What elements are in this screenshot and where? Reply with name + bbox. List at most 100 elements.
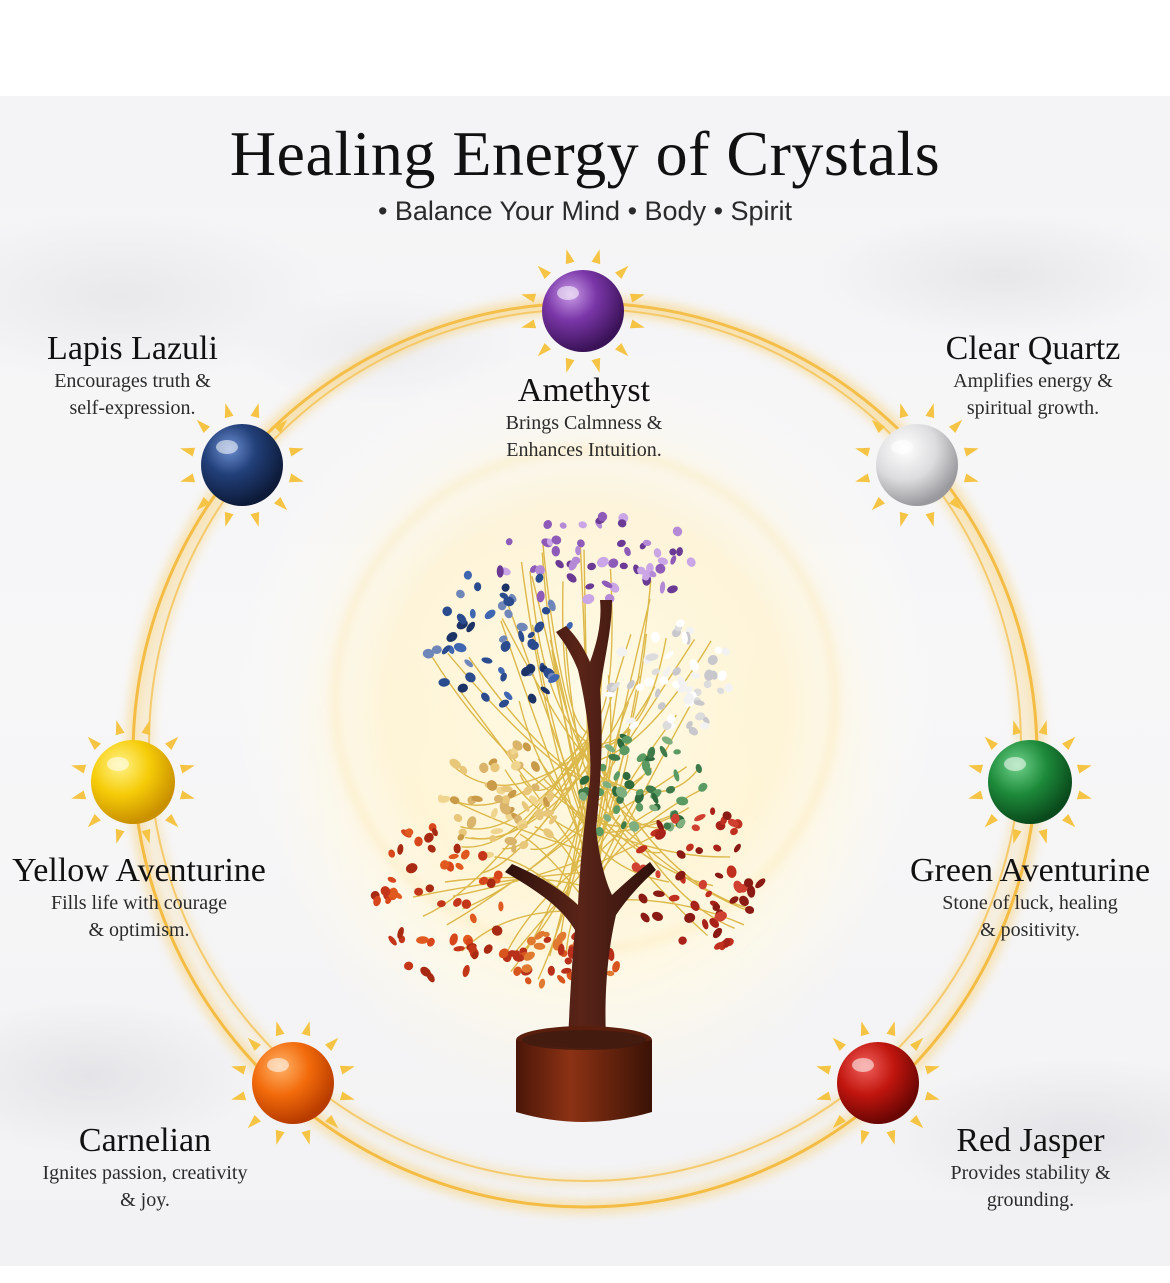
sun-ray xyxy=(537,265,551,279)
gemstone-chip xyxy=(516,622,528,632)
gemstone-chip xyxy=(714,941,725,950)
gemstone-chip xyxy=(707,654,718,666)
sun-ray xyxy=(615,343,629,357)
gemstone-chip xyxy=(518,823,528,829)
gemstone-chip xyxy=(667,585,678,594)
gemstone-chip xyxy=(523,951,535,961)
gemstone-chip xyxy=(416,936,429,944)
tree-base xyxy=(516,1040,652,1122)
sun-ray xyxy=(860,1129,870,1145)
sun-ray xyxy=(886,1021,896,1037)
gemstone-chip xyxy=(455,862,464,870)
gemstone-chip xyxy=(460,849,470,860)
red-jasper-label: Red Jasper Provides stability & groundin… xyxy=(898,1122,1163,1214)
red-jasper-sphere xyxy=(837,1042,919,1124)
quartz-desc-2: spiritual growth. xyxy=(966,397,1100,419)
gemstone-chip xyxy=(540,686,550,695)
gemstone-chip xyxy=(714,872,724,879)
gemstone-chip xyxy=(641,759,651,773)
gemstone-chip xyxy=(498,635,508,643)
sun-ray xyxy=(180,473,196,483)
gemstone-chip xyxy=(543,936,552,943)
gemstone-chip xyxy=(427,844,436,853)
gemstone-chip xyxy=(685,686,693,693)
gemstone-chip xyxy=(738,883,748,893)
wire-branch xyxy=(589,795,754,914)
gemstone-chip xyxy=(546,790,554,803)
gemstone-chip xyxy=(678,936,687,945)
gemstone-chip xyxy=(693,700,705,706)
gemstone-chip xyxy=(578,791,588,801)
gemstone-chip xyxy=(535,573,544,583)
gemstone-chip xyxy=(675,619,685,628)
gemstone-chip xyxy=(461,899,472,909)
gemstone-chip xyxy=(649,804,658,812)
gemstone-chip xyxy=(420,966,431,977)
gemstone-chip xyxy=(385,897,392,904)
wire-branch xyxy=(589,824,731,858)
gemstone-chip xyxy=(695,763,702,774)
gemstone-chip xyxy=(534,930,545,940)
gemstone-chip xyxy=(745,905,755,914)
sun-ray xyxy=(968,790,984,800)
yellow-aventurine-sphere xyxy=(91,740,175,824)
gemstone-chip xyxy=(438,678,450,687)
gemstone-chip xyxy=(453,946,465,952)
sun-ray xyxy=(180,447,196,457)
gemstone-chip xyxy=(694,813,706,822)
amethyst-label: Amethyst Brings Calmness & Enhances Intu… xyxy=(434,372,734,464)
gemstone-chip xyxy=(483,944,493,954)
gemstone-chip xyxy=(724,683,734,693)
sun-ray xyxy=(1076,790,1092,800)
sun-ray xyxy=(963,447,979,457)
gemstone-chip xyxy=(489,835,497,843)
red-jasper-desc-1: Provides stability & xyxy=(950,1162,1111,1184)
gemstone-chip xyxy=(587,562,596,571)
sun-ray xyxy=(301,1129,311,1145)
gemstone-chip xyxy=(659,581,666,594)
gemstone-chip xyxy=(631,862,641,872)
sun-ray xyxy=(963,473,979,483)
sun-ray xyxy=(521,293,537,303)
gemstone-chip xyxy=(388,935,397,946)
sun-ray xyxy=(275,1021,285,1037)
green-aventurine-sphere xyxy=(988,740,1072,824)
gemstone-chip xyxy=(500,672,507,682)
gemstone-chip xyxy=(373,895,381,907)
gemstone-chip xyxy=(530,761,540,772)
quartz-label: Clear Quartz Amplifies energy & spiritua… xyxy=(898,330,1168,422)
gemstone-chip xyxy=(449,758,461,769)
gemstone-chip xyxy=(380,886,391,897)
gemstone-chip xyxy=(603,691,615,698)
gemstone-chip xyxy=(456,589,465,599)
sun-ray xyxy=(537,343,551,357)
gemstone-chip xyxy=(691,824,700,832)
gemstone-chip xyxy=(457,683,468,693)
gemstone-chip xyxy=(662,720,672,731)
gemstone-chip xyxy=(543,828,554,839)
gemstone-chip xyxy=(595,827,604,837)
gemstone-chip xyxy=(498,901,504,912)
gemstone-chip xyxy=(637,566,646,575)
red-jasper-desc-2: grounding. xyxy=(986,1189,1075,1211)
sun-ray xyxy=(275,1129,285,1145)
gemstone-chip xyxy=(541,809,555,817)
yellow-aventurine-desc-2: & optimism. xyxy=(88,919,190,941)
gemstone-chip xyxy=(477,850,488,861)
gemstone-chip xyxy=(471,951,479,960)
gemstone-chip xyxy=(551,535,562,545)
gemstone-chip xyxy=(617,539,626,548)
gemstone-chip xyxy=(726,865,737,878)
sun-ray xyxy=(179,764,195,774)
gemstone-chip xyxy=(654,828,666,840)
sun-ray xyxy=(165,736,179,750)
gemstone-chip xyxy=(442,606,453,617)
gemstone-chip xyxy=(612,961,621,973)
yellow-aventurine-name: Yellow Aventurine xyxy=(12,852,266,889)
gemstone-chip xyxy=(625,717,636,724)
wire-branch xyxy=(459,689,591,871)
gemstone-chip xyxy=(453,897,462,907)
gemstone-chip xyxy=(551,545,561,557)
gemstone-chip xyxy=(698,879,708,890)
sun-ray xyxy=(984,736,998,750)
